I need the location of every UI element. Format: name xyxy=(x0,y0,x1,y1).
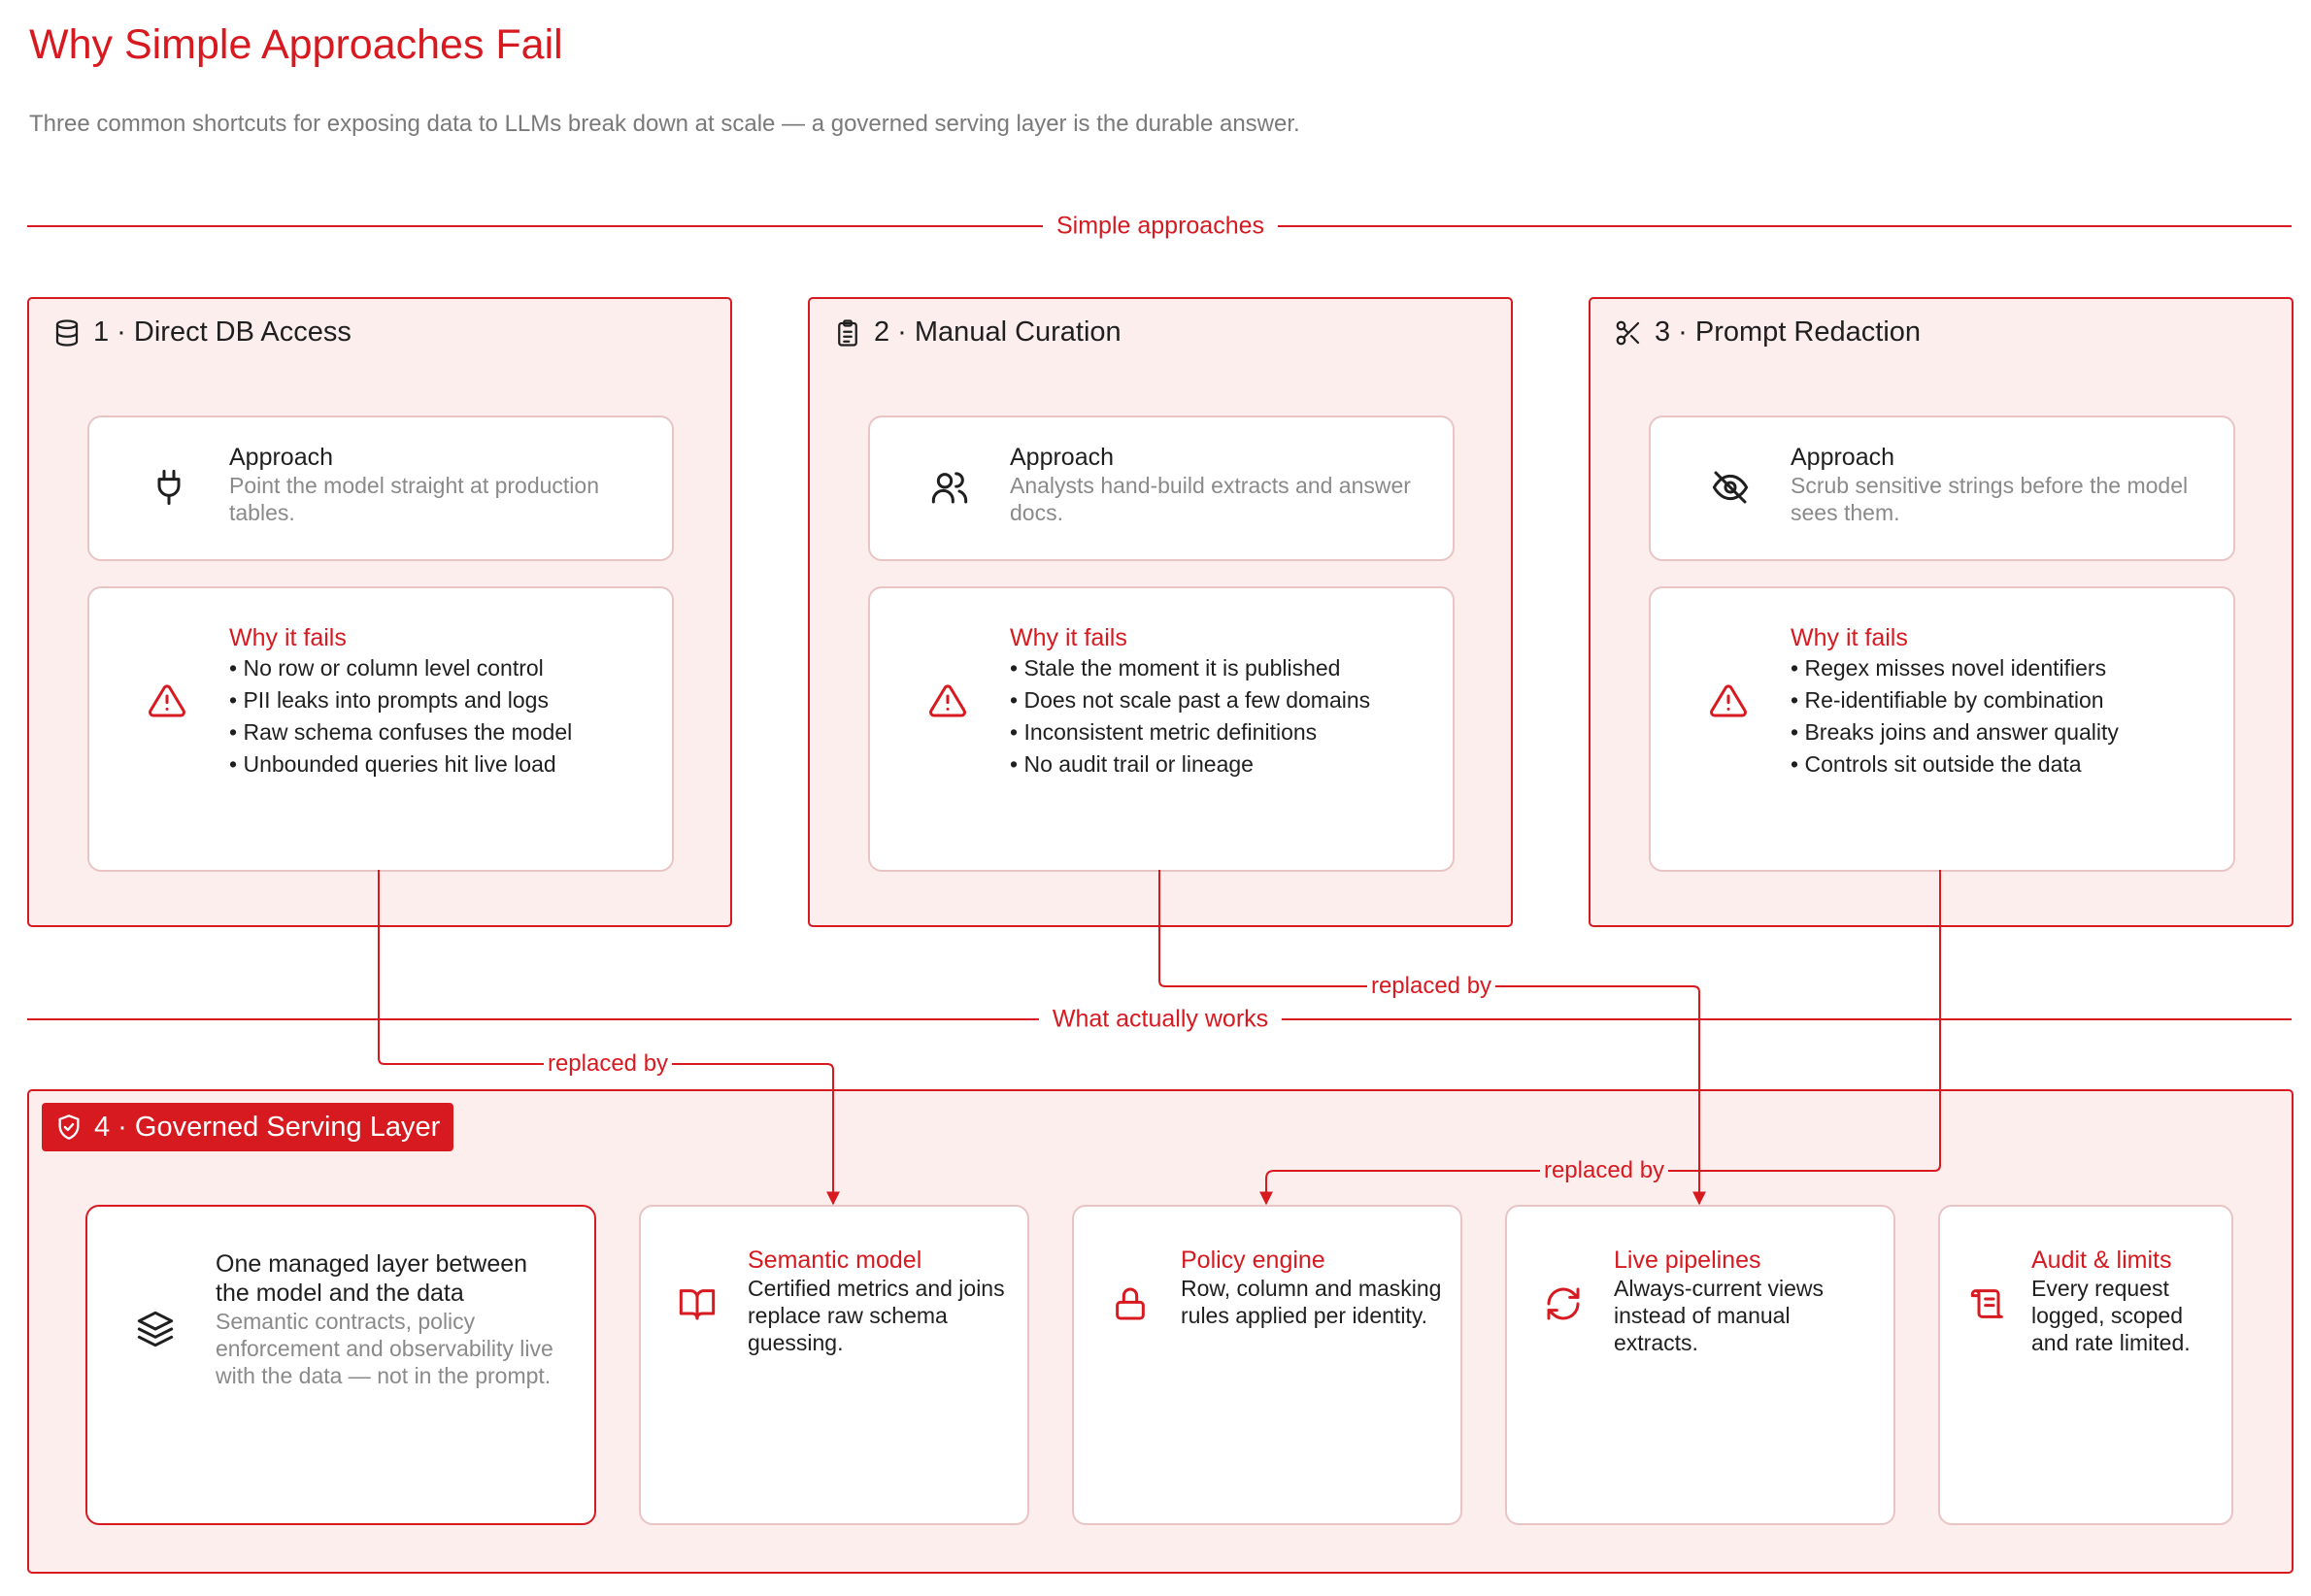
why-it-fails-card: Why it fails Stale the moment it is publ… xyxy=(868,586,1455,872)
page-subtitle: Three common shortcuts for exposing data… xyxy=(29,111,1300,137)
fail-list: No row or column level control PII leaks… xyxy=(229,652,656,781)
fail-item: Controls sit outside the data xyxy=(1791,748,2218,781)
fail-item: Inconsistent metric definitions xyxy=(1010,716,1437,748)
why-it-fails-card: Why it fails No row or column level cont… xyxy=(87,586,674,872)
connector-label: replaced by xyxy=(543,1050,673,1078)
panel-heading-text: 1 · Direct DB Access xyxy=(93,316,352,348)
panel-heading-text: 2 · Manual Curation xyxy=(874,316,1122,348)
governed-lead-title: One managed layer between the model and … xyxy=(216,1250,528,1307)
fail-list: Stale the moment it is published Does no… xyxy=(1010,652,1437,781)
section-label-works: What actually works xyxy=(1038,1005,1283,1034)
approach-title: Approach xyxy=(229,444,334,471)
connector-label: replaced by xyxy=(1539,1157,1669,1184)
approach-panel-direct-db: 1 · Direct DB Access Approach Point the … xyxy=(27,297,732,927)
plug-icon xyxy=(157,469,181,506)
feature-card-live-pipelines: Live pipelines Always-current views inst… xyxy=(1505,1205,1895,1525)
approach-text: Scrub sensitive strings before the model… xyxy=(1791,473,2189,525)
page-title: Why Simple Approaches Fail xyxy=(29,21,563,68)
feature-title: Semantic model xyxy=(748,1247,922,1274)
governed-lead-text: Semantic contracts, policy enforcement a… xyxy=(216,1309,553,1388)
approach-title: Approach xyxy=(1791,444,1895,471)
panel-heading: 1 · Direct DB Access xyxy=(52,316,352,349)
fail-title: Why it fails xyxy=(229,624,347,651)
section-label-simple: Simple approaches xyxy=(1042,212,1279,241)
clipboard-list-icon xyxy=(838,318,857,347)
warning-icon xyxy=(1710,684,1747,717)
warning-icon xyxy=(149,684,185,717)
feature-title: Live pipelines xyxy=(1614,1247,1761,1274)
database-icon xyxy=(55,318,79,347)
governed-layer-badge-text: 4 · Governed Serving Layer xyxy=(94,1111,441,1143)
approach-panel-manual-curation: 2 · Manual Curation Approach Analysts ha… xyxy=(808,297,1513,927)
book-open-icon xyxy=(679,1289,716,1320)
fail-item: PII leaks into prompts and logs xyxy=(229,684,656,716)
fail-item: Raw schema confuses the model xyxy=(229,716,656,748)
panel-heading-text: 3 · Prompt Redaction xyxy=(1655,316,1922,348)
refresh-icon xyxy=(1547,1287,1580,1320)
fail-title: Why it fails xyxy=(1010,624,1127,651)
feature-card-audit-limits: Audit & limits Every request logged, sco… xyxy=(1938,1205,2233,1525)
fail-item: Does not scale past a few domains xyxy=(1010,684,1437,716)
fail-item: Regex misses novel identifiers xyxy=(1791,652,2218,684)
feature-text: Certified metrics and joins replace raw … xyxy=(748,1276,1005,1355)
panel-heading: 2 · Manual Curation xyxy=(833,316,1122,349)
feature-title: Policy engine xyxy=(1181,1247,1325,1274)
scissors-icon xyxy=(1616,320,1640,345)
feature-title: Audit & limits xyxy=(2031,1247,2172,1274)
fail-item: Unbounded queries hit live load xyxy=(229,748,656,781)
users-icon xyxy=(931,472,968,504)
approach-title: Approach xyxy=(1010,444,1115,471)
approach-text: Point the model straight at production t… xyxy=(229,473,600,525)
approach-card: Approach Point the model straight at pro… xyxy=(87,416,674,561)
warning-icon xyxy=(929,684,966,717)
feature-text: Always-current views instead of manual e… xyxy=(1614,1276,1824,1355)
fail-list: Regex misses novel identifiers Re-identi… xyxy=(1791,652,2218,781)
panel-heading: 3 · Prompt Redaction xyxy=(1614,316,1921,349)
shield-check-icon xyxy=(58,1114,80,1140)
eye-off-icon xyxy=(1712,471,1749,504)
approach-text: Analysts hand-build extracts and answer … xyxy=(1010,473,1411,525)
scroll-icon xyxy=(1970,1289,2003,1318)
lock-icon xyxy=(1116,1287,1145,1320)
why-it-fails-card: Why it fails Regex misses novel identifi… xyxy=(1649,586,2235,872)
feature-card-semantic-model: Semantic model Certified metrics and joi… xyxy=(639,1205,1029,1525)
feature-card-policy-engine: Policy engine Row, column and masking ru… xyxy=(1072,1205,1462,1525)
governed-lead-card: One managed layer between the model and … xyxy=(85,1205,596,1525)
approach-card: Approach Scrub sensitive strings before … xyxy=(1649,416,2235,561)
governed-layer-badge: 4 · Governed Serving Layer xyxy=(42,1103,454,1151)
feature-text: Row, column and masking rules applied pe… xyxy=(1181,1276,1442,1328)
fail-item: No row or column level control xyxy=(229,652,656,684)
fail-item: Stale the moment it is published xyxy=(1010,652,1437,684)
fail-item: Re-identifiable by combination xyxy=(1791,684,2218,716)
fail-title: Why it fails xyxy=(1791,624,1908,651)
fail-item: Breaks joins and answer quality xyxy=(1791,716,2218,748)
approach-panel-prompt-redaction: 3 · Prompt Redaction Approach Scrub sens… xyxy=(1589,297,2294,927)
layers-icon xyxy=(137,1311,174,1347)
feature-text: Every request logged, scoped and rate li… xyxy=(2031,1276,2191,1355)
approach-card: Approach Analysts hand-build extracts an… xyxy=(868,416,1455,561)
fail-item: No audit trail or lineage xyxy=(1010,748,1437,781)
connector-label: replaced by xyxy=(1366,973,1496,1000)
